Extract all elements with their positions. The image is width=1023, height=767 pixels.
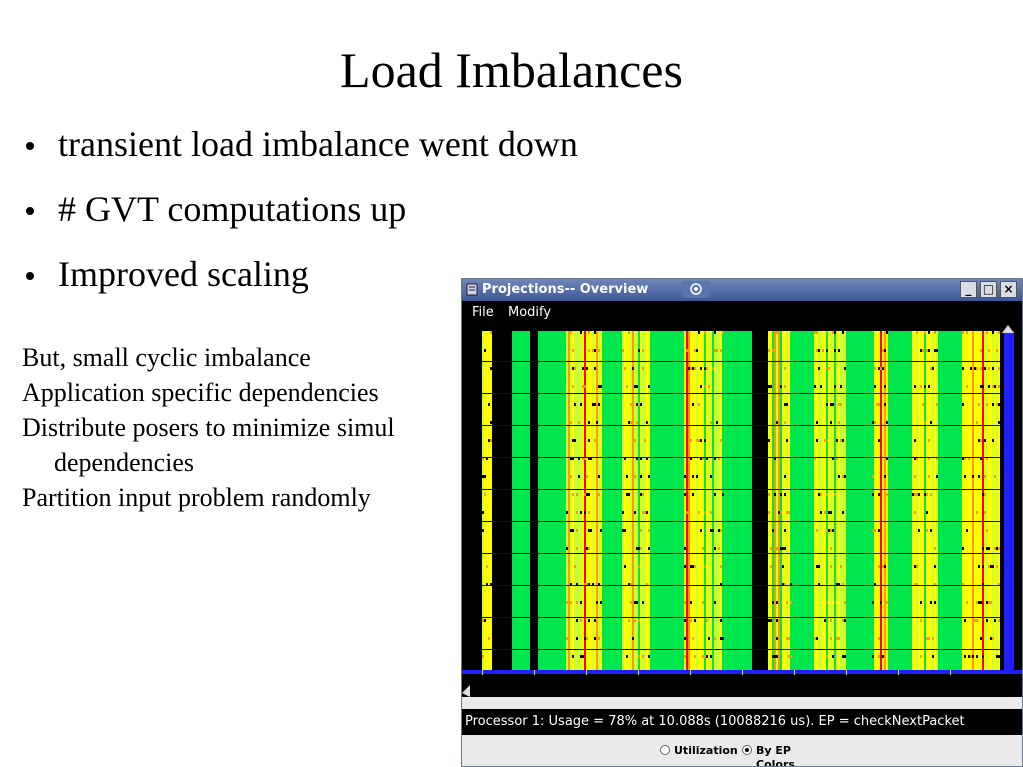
subpoint-list: But, small cyclic imbalance Application … xyxy=(22,340,460,515)
maximize-button[interactable]: □ xyxy=(980,281,997,298)
bullet-item: Improved scaling xyxy=(22,250,578,315)
bullet-item: # GVT computations up xyxy=(22,185,578,250)
title-badge-icon xyxy=(682,281,710,298)
bullet-list: transient load imbalance went down # GVT… xyxy=(22,120,578,315)
radio-ep-colors-circle[interactable] xyxy=(742,745,752,755)
menu-bar: File Modify xyxy=(462,301,1022,325)
window-title: Projections-- Overview xyxy=(482,282,649,297)
bullet-dot-icon xyxy=(26,207,34,215)
radio-utilization-label: Utilization xyxy=(674,744,738,757)
overview-plot[interactable] xyxy=(462,325,1022,697)
overview-canvas[interactable] xyxy=(462,325,1022,697)
radio-ep-colors-label: By EP Colors xyxy=(756,744,795,767)
subpoint-item: Application specific dependencies xyxy=(22,378,379,407)
scroll-up-arrow-icon xyxy=(1002,325,1014,333)
slide-title: Load Imbalances xyxy=(340,42,683,98)
radio-utilization-circle[interactable] xyxy=(660,745,670,755)
bullet-dot-icon xyxy=(26,272,34,280)
menu-file[interactable]: File xyxy=(472,305,494,320)
scroll-left-arrow-icon xyxy=(462,685,470,697)
bullet-item: transient load imbalance went down xyxy=(22,120,578,185)
subpoint-item: Partition input problem randomly xyxy=(22,483,371,512)
subpoint-item: dependencies xyxy=(54,448,195,477)
projections-window: Projections-- Overview _ □ × File Modify… xyxy=(461,278,1023,767)
subpoint-item: Distribute posers to minimize simul xyxy=(22,413,395,442)
bullet-dot-icon xyxy=(26,142,34,150)
menu-modify[interactable]: Modify xyxy=(508,305,552,320)
color-mode-radio-group: Utilization By EP Colors xyxy=(462,735,1022,766)
close-button[interactable]: × xyxy=(1000,281,1017,298)
app-icon xyxy=(466,283,478,296)
swirl-icon xyxy=(690,283,702,295)
status-bar: Processor 1: Usage = 78% at 10.088s (100… xyxy=(462,709,1022,735)
window-titlebar[interactable]: Projections-- Overview _ □ × xyxy=(462,279,1022,301)
utilization-texture xyxy=(462,331,1022,697)
minimize-button[interactable]: _ xyxy=(960,281,977,298)
status-text: Processor 1: Usage = 78% at 10.088s (100… xyxy=(465,714,965,729)
subpoint-item: But, small cyclic imbalance xyxy=(22,343,311,372)
